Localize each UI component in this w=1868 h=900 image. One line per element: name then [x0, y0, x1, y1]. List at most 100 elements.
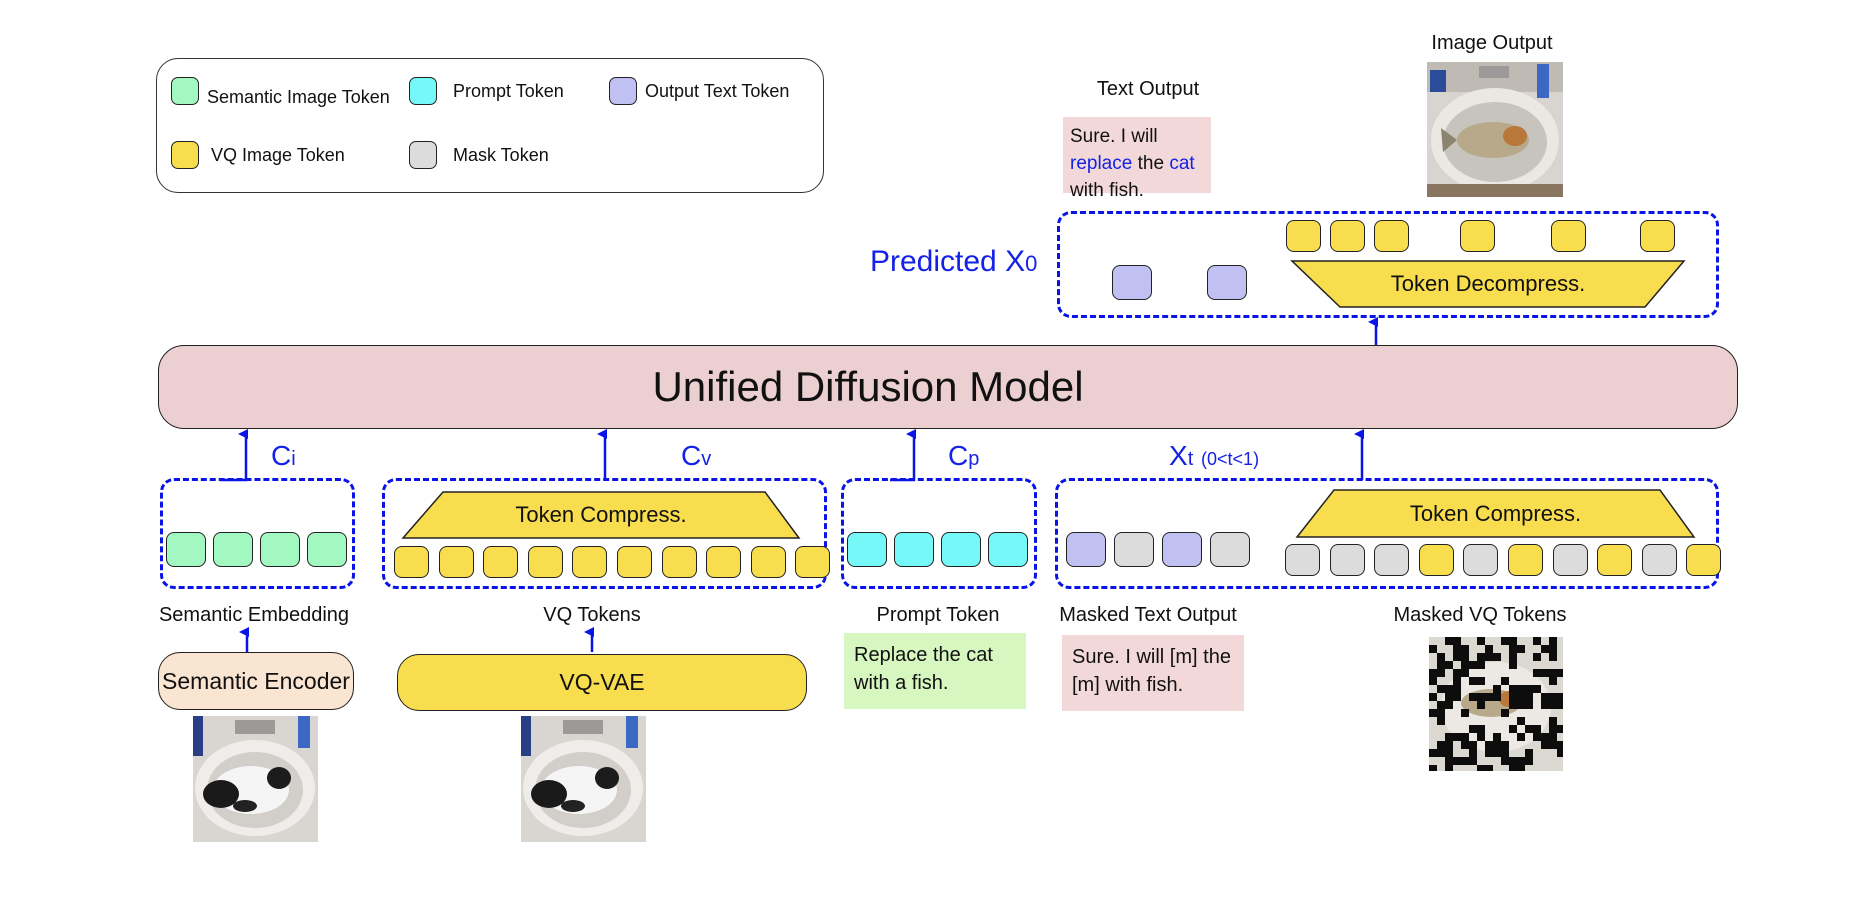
vq-token-swatch: [171, 141, 199, 169]
semantic-token: [307, 532, 347, 567]
text-fragment: Sure. I will: [1070, 126, 1158, 147]
mask-block: [1541, 701, 1549, 709]
mask-block: [1549, 653, 1557, 661]
mask-block: [1453, 669, 1461, 677]
output-text-token: [1112, 265, 1152, 300]
vq-token: [795, 546, 831, 578]
mask-block: [1525, 701, 1533, 709]
mask-block: [1445, 741, 1453, 749]
mask-token-swatch: [409, 141, 437, 169]
mask-block: [1549, 741, 1557, 749]
text-output-box: Sure. I will replace the cat with fish.: [1063, 117, 1211, 201]
mask-block: [1509, 765, 1517, 771]
mask-block: [1445, 661, 1453, 669]
masked-token-compress-label: Token Compress.: [1409, 500, 1582, 526]
mask-block: [1461, 709, 1469, 717]
mask-block: [1501, 637, 1509, 645]
mask-block: [1541, 693, 1549, 701]
mask-block: [1485, 765, 1493, 771]
mask-block: [1437, 685, 1445, 693]
mask-block: [1509, 757, 1517, 765]
mask-block: [1533, 669, 1541, 677]
mask-block: [1509, 637, 1517, 645]
mask-block: [1501, 757, 1509, 765]
text-output-text: Sure. I will replace the cat with fish.: [1070, 126, 1195, 201]
mask-block: [1445, 733, 1453, 741]
mask-block: [1549, 725, 1557, 733]
prompt-token: [894, 532, 934, 567]
mask-block: [1429, 645, 1437, 653]
mask-block: [1477, 653, 1485, 661]
mask-block: [1453, 653, 1461, 661]
highlighted-word: replace: [1070, 153, 1133, 174]
prompt-token-swatch: [409, 77, 437, 105]
image-output-label: Image Output: [1431, 32, 1553, 54]
mask-block: [1429, 677, 1437, 685]
semantic-token-group: [160, 478, 355, 589]
mask-block: [1541, 669, 1549, 677]
mask-token: [1329, 544, 1365, 576]
model-title: Unified Diffusion Model: [652, 363, 1084, 410]
mask-block: [1469, 693, 1477, 701]
semantic-embedding-label: Semantic Embedding: [158, 604, 350, 626]
mask-block: [1493, 653, 1501, 661]
legend-label: VQ Image Token: [211, 144, 345, 165]
mask-block: [1557, 701, 1563, 709]
output-text-token: [1162, 532, 1202, 567]
mask-block: [1533, 685, 1541, 693]
semantic-token: [260, 532, 300, 567]
mask-block: [1549, 717, 1557, 725]
mask-block: [1485, 653, 1493, 661]
vq-token: [438, 546, 474, 578]
mask-block: [1493, 733, 1501, 741]
masked-vq-image: [1429, 637, 1563, 771]
input-image-semantic: [193, 716, 318, 842]
xt-main: X: [1169, 440, 1188, 471]
cv-label: Cv: [681, 440, 711, 472]
vq-tokens-label: VQ Tokens: [543, 604, 641, 626]
mask-block: [1461, 653, 1469, 661]
mask-block: [1509, 653, 1517, 661]
mask-token: [1285, 544, 1320, 576]
vq-token-compress-label: Token Compress.: [515, 502, 687, 527]
mask-block: [1557, 725, 1563, 733]
mask-block: [1493, 693, 1501, 701]
mask-block: [1485, 645, 1493, 653]
xt-label: Xt (0<t<1): [1169, 440, 1259, 472]
legend-label: Prompt Token: [453, 80, 564, 101]
mask-block: [1477, 661, 1485, 669]
mask-block: [1485, 741, 1493, 749]
mask-block: [1525, 725, 1533, 733]
prompt-token: [941, 532, 981, 567]
mask-block: [1469, 677, 1477, 685]
mask-block: [1437, 749, 1445, 757]
legend-label: Semantic Image Token: [207, 86, 390, 107]
ci-sub: i: [291, 448, 296, 470]
mask-block: [1461, 733, 1469, 741]
legend-item-vq: VQ Image Token: [171, 141, 345, 169]
mask-block: [1445, 685, 1453, 693]
masked-vq-tokens-label: Masked VQ Tokens: [1393, 604, 1567, 626]
mask-block: [1437, 669, 1445, 677]
mask-token: [1552, 544, 1588, 576]
mask-block: [1533, 653, 1541, 661]
predicted-label-text: Predicted X: [870, 245, 1026, 278]
mask-block: [1501, 709, 1509, 717]
mask-block: [1429, 749, 1437, 757]
mask-block: [1493, 749, 1501, 757]
cp-main: C: [948, 440, 969, 471]
token-decompress-label: Token Decompress.: [1390, 271, 1586, 296]
mask-block: [1509, 725, 1517, 733]
mask-block: [1453, 733, 1461, 741]
mask-block: [1517, 733, 1525, 741]
mask-block: [1517, 693, 1525, 701]
mask-block: [1445, 749, 1453, 757]
mask-block: [1453, 637, 1461, 645]
mask-block: [1517, 645, 1525, 653]
output-text-token-swatch: [609, 77, 637, 105]
output-text-token: [1207, 265, 1247, 300]
vq-token: [1551, 220, 1586, 252]
noisy-token-group: [1055, 478, 1719, 589]
mask-block: [1549, 693, 1557, 701]
masked-token-compress-shape: [1295, 489, 1696, 538]
